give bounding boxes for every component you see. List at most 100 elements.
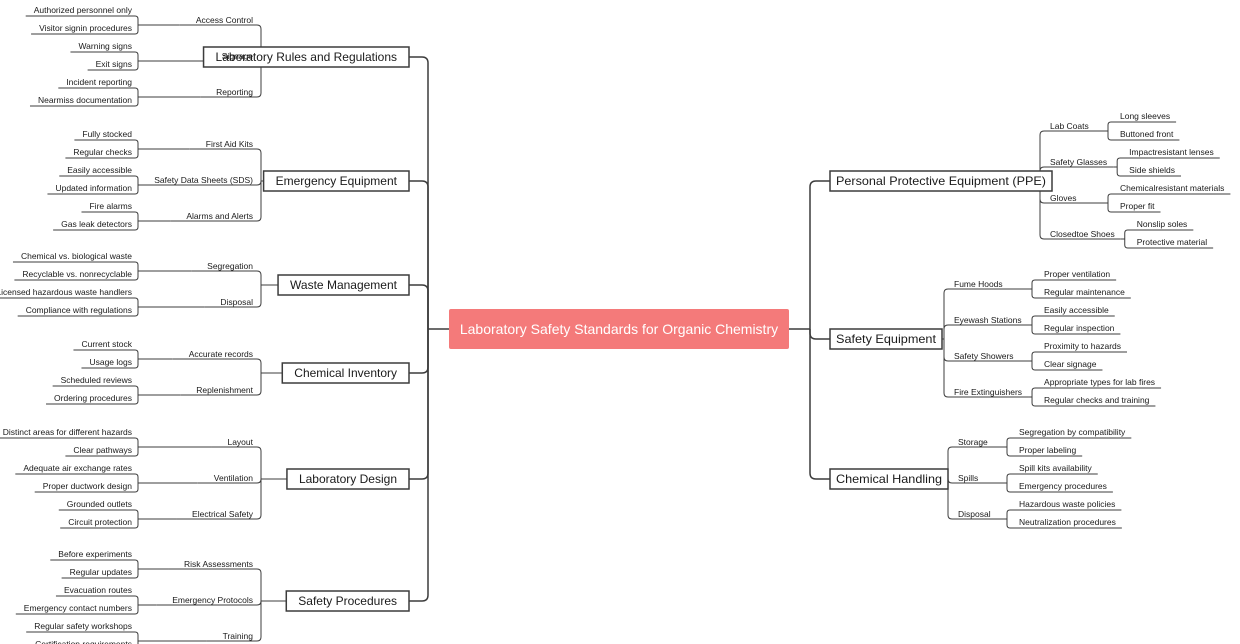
leaf-emergency-contact-numbers: Emergency contact numbers <box>24 603 132 613</box>
leaf-protective-material: Protective material <box>1137 237 1207 247</box>
leaf-chemical-vs-biological-waste: Chemical vs. biological waste <box>21 251 132 261</box>
leaf-warning-signs: Warning signs <box>78 41 132 51</box>
leaf-spill-kits-availability: Spill kits availability <box>1019 463 1092 473</box>
leaf-proper-fit: Proper fit <box>1120 201 1155 211</box>
leaf-regular-safety-workshops: Regular safety workshops <box>34 621 132 631</box>
branch-laboratory-rules-and-regulations[interactable] <box>202 46 410 68</box>
subtopic-safety-glasses-label: Safety Glasses <box>1050 157 1107 167</box>
leaf-scheduled-reviews: Scheduled reviews <box>61 375 132 385</box>
leaf-regular-checks: Regular checks <box>73 147 132 157</box>
mindmap-edges <box>0 15 1231 644</box>
leaf-neutralization-procedures: Neutralization procedures <box>1019 517 1116 527</box>
leaf-proximity-to-hazards: Proximity to hazards <box>1044 341 1121 351</box>
root-node-label: Laboratory Safety Standards for Organic … <box>460 321 778 337</box>
subtopic-emergency-protocols-label: Emergency Protocols <box>172 595 253 605</box>
subtopic-safety-showers-label: Safety Showers <box>954 351 1014 361</box>
branch-chemical-inventory-label: Chemical Inventory <box>294 366 397 380</box>
subtopic-disposal-label: Disposal <box>220 297 253 307</box>
leaf-compliance-with-regulations: Compliance with regulations <box>26 305 132 315</box>
leaf-exit-signs: Exit signs <box>96 59 132 69</box>
subtopic-accurate-records-label: Accurate records <box>189 349 253 359</box>
leaf-nearmiss-documentation: Nearmiss documentation <box>38 95 132 105</box>
leaf-ordering-procedures: Ordering procedures <box>54 393 132 403</box>
leaf-regular-inspection: Regular inspection <box>1044 323 1115 333</box>
leaf-fire-alarms: Fire alarms <box>89 201 132 211</box>
branch-laboratory-design[interactable] <box>286 468 410 490</box>
leaf-nonslip-soles: Nonslip soles <box>1137 219 1188 229</box>
subtopic-safety-data-sheets-sds-label: Safety Data Sheets (SDS) <box>154 175 253 185</box>
subtopic-training-label: Training <box>223 631 254 641</box>
leaf-fully-stocked: Fully stocked <box>82 129 132 139</box>
leaf-incident-reporting: Incident reporting <box>66 77 132 87</box>
subtopic-fume-hoods-label: Fume Hoods <box>954 279 1003 289</box>
subtopic-layout-label: Layout <box>227 437 253 447</box>
subtopic-gloves-label: Gloves <box>1050 193 1076 203</box>
branch-safety-procedures[interactable] <box>285 590 410 612</box>
branch-personal-protective-equipment-ppe[interactable] <box>829 170 1053 192</box>
leaf-emergency-procedures: Emergency procedures <box>1019 481 1107 491</box>
leaf-evacuation-routes: Evacuation routes <box>64 585 132 595</box>
branch-emergency-equipment-label: Emergency Equipment <box>276 174 398 188</box>
leaf-regular-updates: Regular updates <box>70 567 132 577</box>
branch-personal-protective-equipment-ppe-label: Personal Protective Equipment (PPE) <box>836 174 1046 188</box>
leaf-usage-logs: Usage logs <box>89 357 132 367</box>
subtopic-risk-assessments-label: Risk Assessments <box>184 559 253 569</box>
leaf-gas-leak-detectors: Gas leak detectors <box>61 219 132 229</box>
leaf-side-shields: Side shields <box>1129 165 1175 175</box>
branch-chemical-inventory[interactable] <box>281 362 410 384</box>
leaf-current-stock: Current stock <box>81 339 132 349</box>
subtopic-electrical-safety-label: Electrical Safety <box>192 509 254 519</box>
leaf-clear-signage: Clear signage <box>1044 359 1097 369</box>
leaf-adequate-air-exchange-rates: Adequate air exchange rates <box>23 463 132 473</box>
subtopic-closedtoe-shoes-label: Closedtoe Shoes <box>1050 229 1115 239</box>
leaf-proper-labeling: Proper labeling <box>1019 445 1076 455</box>
branch-chemical-handling[interactable] <box>829 468 949 490</box>
subtopic-ventilation-label: Ventilation <box>214 473 253 483</box>
leaf-proper-ventilation: Proper ventilation <box>1044 269 1110 279</box>
subtopic-storage-label: Storage <box>958 437 988 447</box>
branch-emergency-equipment[interactable] <box>262 170 410 192</box>
leaf-licensed-hazardous-waste-handlers: Licensed hazardous waste handlers <box>0 287 132 297</box>
subtopic-spills-label: Spills <box>958 473 978 483</box>
branch-chemical-handling-label: Chemical Handling <box>836 472 942 486</box>
subtopic-first-aid-kits-label: First Aid Kits <box>206 139 253 149</box>
subtopic-disposal-label: Disposal <box>958 509 991 519</box>
mindmap-nodes: Laboratory Safety Standards for Organic … <box>0 5 1224 644</box>
leaf-before-experiments: Before experiments <box>58 549 132 559</box>
leaf-regular-maintenance: Regular maintenance <box>1044 287 1125 297</box>
subtopic-signage-label: Signage <box>222 51 253 61</box>
subtopic-segregation-label: Segregation <box>207 261 253 271</box>
subtopic-eyewash-stations-label: Eyewash Stations <box>954 315 1022 325</box>
leaf-easily-accessible: Easily accessible <box>1044 305 1109 315</box>
subtopic-alarms-and-alerts-label: Alarms and Alerts <box>186 211 253 221</box>
leaf-impactresistant-lenses: Impactresistant lenses <box>1129 147 1214 157</box>
subtopic-replenishment-label: Replenishment <box>196 385 253 395</box>
leaf-chemicalresistant-materials: Chemicalresistant materials <box>1120 183 1224 193</box>
branch-safety-procedures-label: Safety Procedures <box>298 594 397 608</box>
leaf-buttoned-front: Buttoned front <box>1120 129 1174 139</box>
leaf-proper-ductwork-design: Proper ductwork design <box>43 481 133 491</box>
leaf-long-sleeves: Long sleeves <box>1120 111 1170 121</box>
leaf-certification-requirements: Certification requirements <box>35 639 132 644</box>
leaf-updated-information: Updated information <box>55 183 132 193</box>
branch-safety-equipment-label: Safety Equipment <box>836 332 937 346</box>
leaf-visitor-signin-procedures: Visitor signin procedures <box>39 23 132 33</box>
subtopic-fire-extinguishers-label: Fire Extinguishers <box>954 387 1022 397</box>
root-node[interactable] <box>449 309 789 349</box>
leaf-authorized-personnel-only: Authorized personnel only <box>34 5 133 15</box>
branch-safety-equipment[interactable] <box>829 328 943 350</box>
leaf-segregation-by-compatibility: Segregation by compatibility <box>1019 427 1126 437</box>
leaf-circuit-protection: Circuit protection <box>68 517 132 527</box>
subtopic-access-control-label: Access Control <box>196 15 253 25</box>
leaf-distinct-areas-for-different-hazards: Distinct areas for different hazards <box>3 427 132 437</box>
leaf-grounded-outlets: Grounded outlets <box>67 499 132 509</box>
leaf-hazardous-waste-policies: Hazardous waste policies <box>1019 499 1115 509</box>
leaf-recyclable-vs-nonrecyclable: Recyclable vs. nonrecyclable <box>22 269 132 279</box>
subtopic-lab-coats-label: Lab Coats <box>1050 121 1089 131</box>
leaf-regular-checks-and-training: Regular checks and training <box>1044 395 1150 405</box>
leaf-easily-accessible: Easily accessible <box>67 165 132 175</box>
branch-laboratory-design-label: Laboratory Design <box>299 472 397 486</box>
branch-waste-management-label: Waste Management <box>290 278 398 292</box>
branch-waste-management[interactable] <box>277 274 410 296</box>
branch-laboratory-rules-and-regulations-label: Laboratory Rules and Regulations <box>216 50 397 64</box>
